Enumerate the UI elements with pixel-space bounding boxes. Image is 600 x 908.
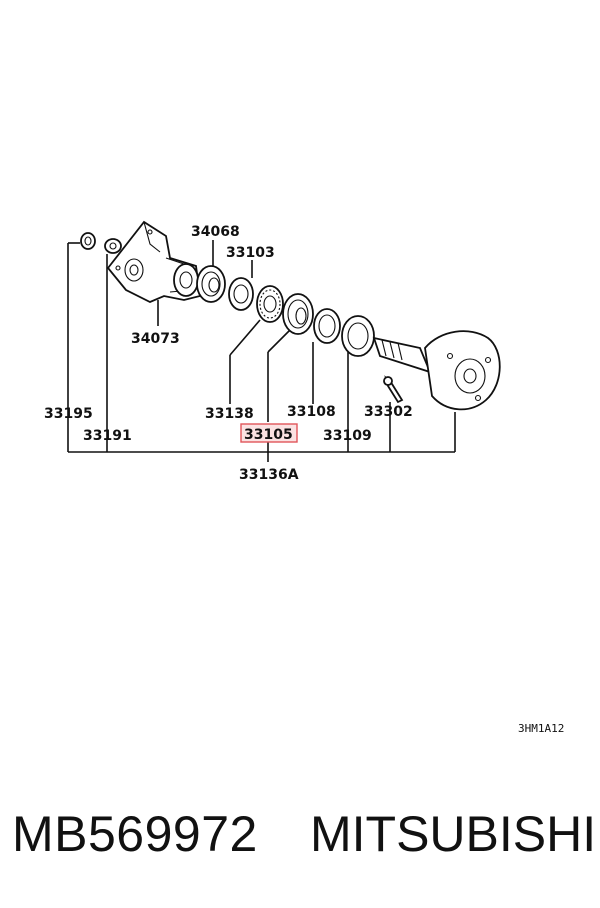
seal-33109-part [341,315,375,357]
label-34068: 34068 [191,224,240,240]
gear-33138-part [256,285,284,323]
reference-code: 3HM1A12 [518,722,564,735]
spacer-33108-part [313,308,341,344]
label-34073: 34073 [131,331,180,347]
label-33191: 33191 [83,428,132,444]
axle-shaft-part [372,330,501,411]
label-33136A: 33136A [239,467,299,483]
label-33103: 33103 [226,245,275,261]
washer-part [104,238,122,254]
bearing-34068-part [196,265,226,303]
label-33138: 33138 [205,406,254,422]
flange-housing-part [106,220,201,303]
bolt-33302-part [383,375,404,404]
label-33195: 33195 [44,406,93,422]
ring-33103-part [228,277,254,311]
label-33302: 33302 [364,404,413,420]
product-footer: MB569972 MITSUBISHI [12,805,596,875]
nut-part [80,232,96,250]
bearing-33105-part [282,293,314,335]
leader-lines [67,240,456,462]
highlight-box [240,423,298,443]
label-33109: 33109 [323,428,372,444]
label-33108: 33108 [287,404,336,420]
brand-name: MITSUBISHI [310,806,597,862]
part-number: MB569972 [12,806,258,862]
label-33105-highlighted[interactable]: 33105 [244,427,293,443]
